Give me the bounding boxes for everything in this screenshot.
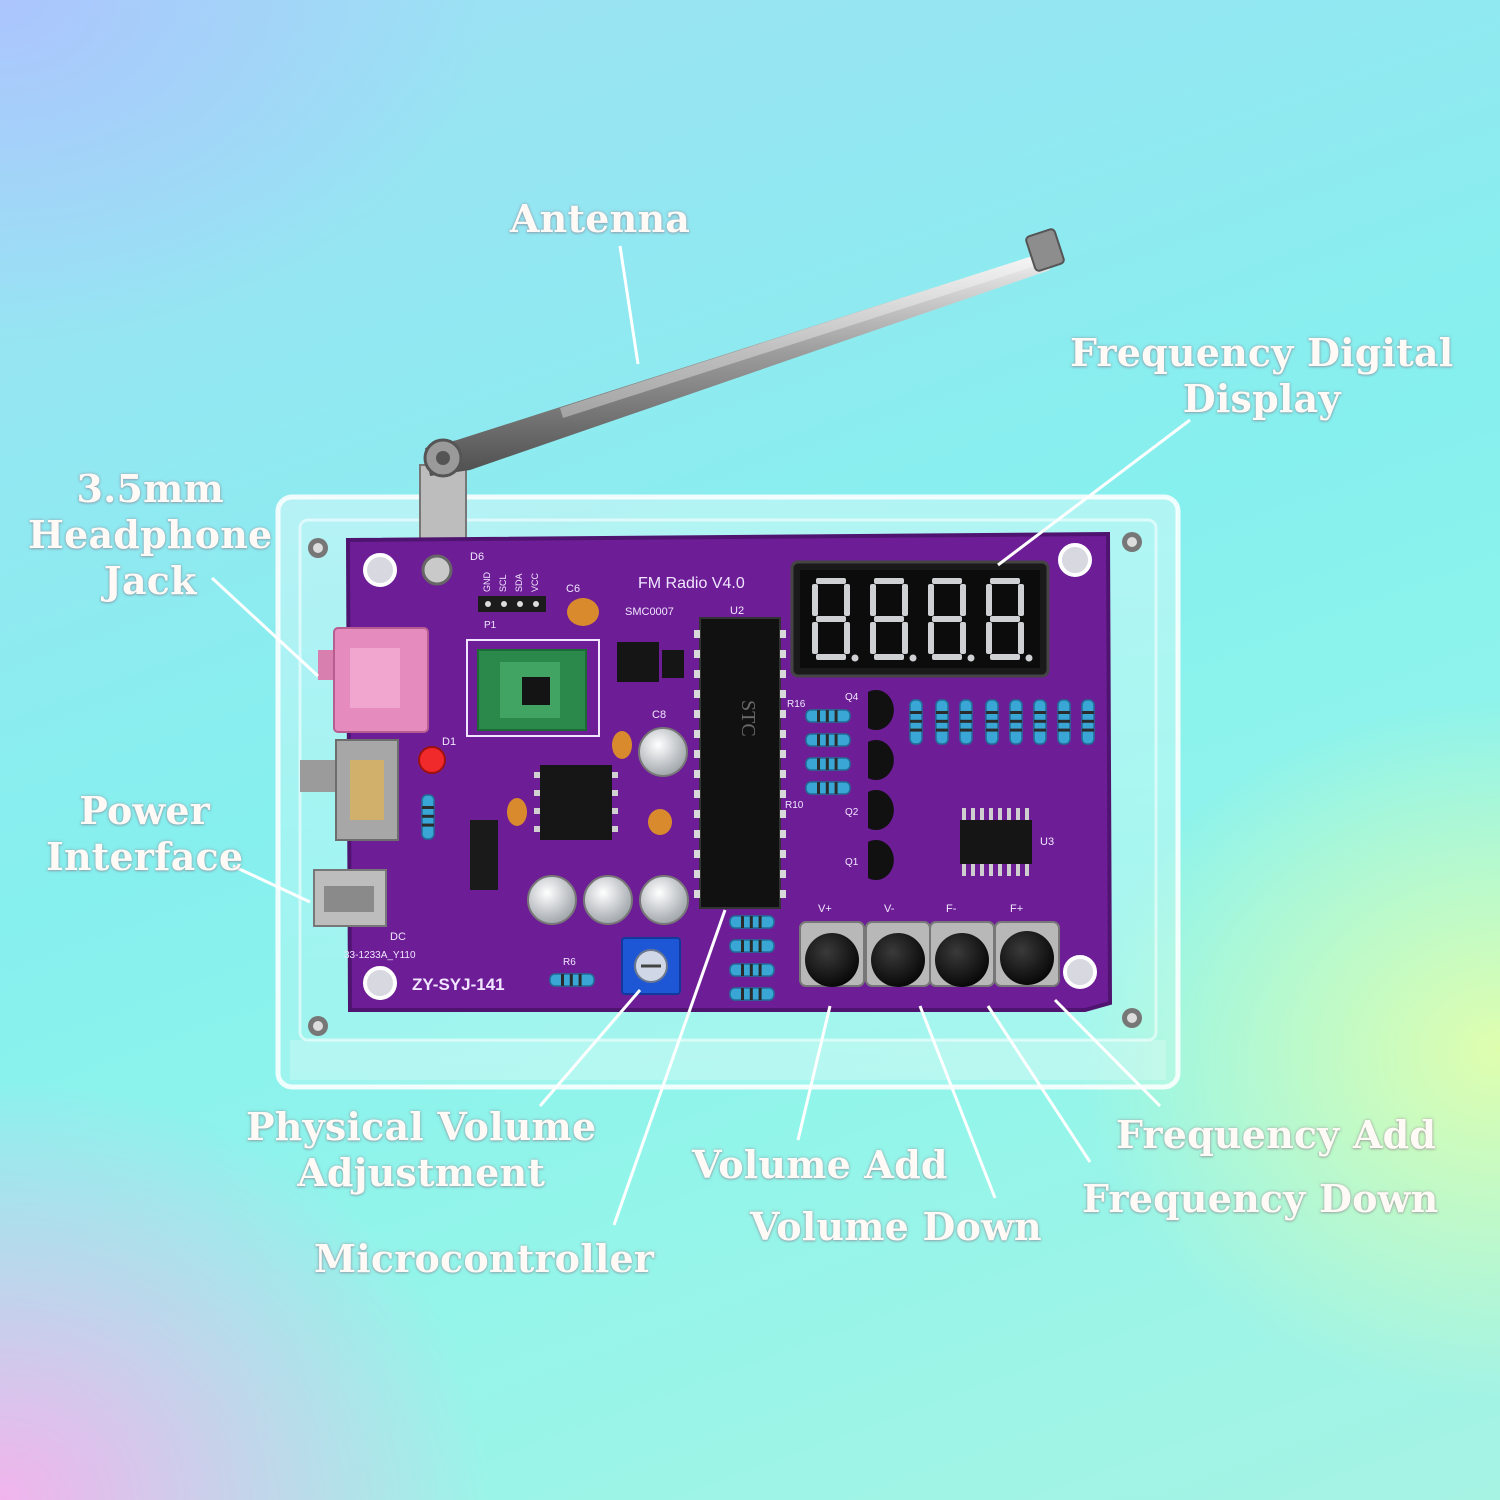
red-led <box>418 746 446 774</box>
button-marks: V+ V- F- F+ <box>818 903 1023 915</box>
fm-receiver-module <box>466 639 600 737</box>
resistor <box>959 699 973 745</box>
silk-p1: P1 <box>484 620 497 631</box>
board-model: ZY-SYJ-141 <box>412 975 505 994</box>
resistor <box>729 915 775 929</box>
resistor <box>1057 699 1071 745</box>
mcu-pins <box>694 630 786 898</box>
label-volume-add: Volume Add <box>692 1142 948 1187</box>
silk-d6: D6 <box>470 551 484 563</box>
label-physical-volume: Physical Volume Adjustment <box>246 1104 597 1195</box>
label-frequency-add: Frequency Add <box>1116 1112 1437 1157</box>
resistor <box>1081 699 1095 745</box>
resistor <box>1033 699 1047 745</box>
ceramic-capacitors <box>507 598 672 835</box>
leader-power <box>232 864 311 904</box>
frequency-down-button <box>929 921 995 987</box>
volume-trimmer <box>621 937 681 995</box>
silk-q1: Q1 <box>845 857 859 868</box>
silk-r10: R10 <box>785 800 804 811</box>
amplifier-chip <box>534 765 618 840</box>
resistor <box>1009 699 1023 745</box>
headphone-jack <box>318 627 429 733</box>
pcb-silkscreen: FM Radio V4.0 ZY-SYJ-141 D6 C6 U2 SMC000… <box>344 551 1054 994</box>
resistor <box>805 781 851 795</box>
dc-power-jack <box>313 869 387 927</box>
digit-4 <box>986 578 1033 662</box>
leader-volume-down <box>918 1005 997 1199</box>
pin-vcc: VCC <box>530 572 540 592</box>
seven-segment-display <box>790 560 1050 678</box>
label-microcontroller: Microcontroller <box>314 1236 655 1281</box>
microcontroller-chip: STC <box>694 617 786 909</box>
voltage-regulator <box>617 642 684 682</box>
leader-microcontroller <box>612 909 727 1226</box>
silk-dc: DC <box>390 931 406 943</box>
driver-chip <box>960 808 1032 876</box>
mcu-marking: STC <box>737 700 759 737</box>
mark-vminus: V- <box>884 903 895 915</box>
silk-dc-code: 33-1233A_Y110 <box>344 950 416 961</box>
electrolytic-capacitors <box>527 727 689 925</box>
label-headphone-jack: 3.5mm Headphone Jack <box>28 466 273 603</box>
resistor <box>985 699 999 745</box>
resistor <box>935 699 949 745</box>
volume-down-button <box>865 921 931 987</box>
silk-c8: C8 <box>652 709 666 721</box>
mark-fminus: F- <box>946 903 957 915</box>
label-frequency-down: Frequency Down <box>1082 1176 1439 1221</box>
push-buttons <box>799 921 1060 987</box>
jumper-block <box>470 820 498 890</box>
digit-1 <box>812 578 859 662</box>
resistor <box>909 699 923 745</box>
power-switch <box>300 739 399 841</box>
leader-physical-volume <box>538 989 642 1107</box>
resistor <box>729 987 775 1001</box>
resistor <box>549 973 595 987</box>
pin-gnd: GND <box>482 572 492 593</box>
label-power-interface: Power Interface <box>46 788 244 879</box>
digit-2 <box>870 578 917 662</box>
mark-vplus: V+ <box>818 903 832 915</box>
label-frequency-display: Frequency Digital Display <box>1070 330 1454 421</box>
silk-c6: C6 <box>566 583 580 595</box>
pin-header-labels: GND SCL SDA VCC <box>482 572 540 593</box>
leader-headphone <box>210 576 320 678</box>
telescopic-antenna <box>419 228 1065 546</box>
pin-header <box>478 596 546 612</box>
leader-antenna <box>618 245 640 365</box>
silk-q2: Q2 <box>845 807 859 818</box>
leader-volume-add <box>796 1005 832 1141</box>
leader-frequency-down <box>986 1005 1092 1163</box>
silk-q4: Q4 <box>845 692 859 703</box>
silk-u3: U3 <box>1040 836 1054 848</box>
pin-scl: SCL <box>498 574 508 592</box>
label-antenna: Antenna <box>510 196 691 241</box>
label-volume-down: Volume Down <box>750 1204 1042 1249</box>
resistor <box>729 939 775 953</box>
leader-frequency-add <box>1053 998 1162 1108</box>
digit-3 <box>928 578 975 662</box>
volume-add-button <box>799 921 865 987</box>
resistor <box>805 757 851 771</box>
resistor <box>805 733 851 747</box>
silk-r6: R6 <box>563 957 576 968</box>
board-title: FM Radio V4.0 <box>638 575 745 592</box>
silk-u2: U2 <box>730 605 744 617</box>
transistors <box>868 690 894 880</box>
resistor-array <box>421 699 1095 1001</box>
pin-sda: SDA <box>514 573 524 592</box>
frequency-add-button <box>994 921 1060 987</box>
resistor <box>805 709 851 723</box>
mark-fplus: F+ <box>1010 903 1023 915</box>
display-digits <box>812 578 1033 662</box>
resistor <box>421 794 435 840</box>
silk-d1: D1 <box>442 736 456 748</box>
leader-display <box>997 418 1191 567</box>
silk-r16: R16 <box>787 699 806 710</box>
resistor <box>729 963 775 977</box>
silk-sm: SMC0007 <box>625 606 674 618</box>
leader-lines <box>210 245 1191 1226</box>
